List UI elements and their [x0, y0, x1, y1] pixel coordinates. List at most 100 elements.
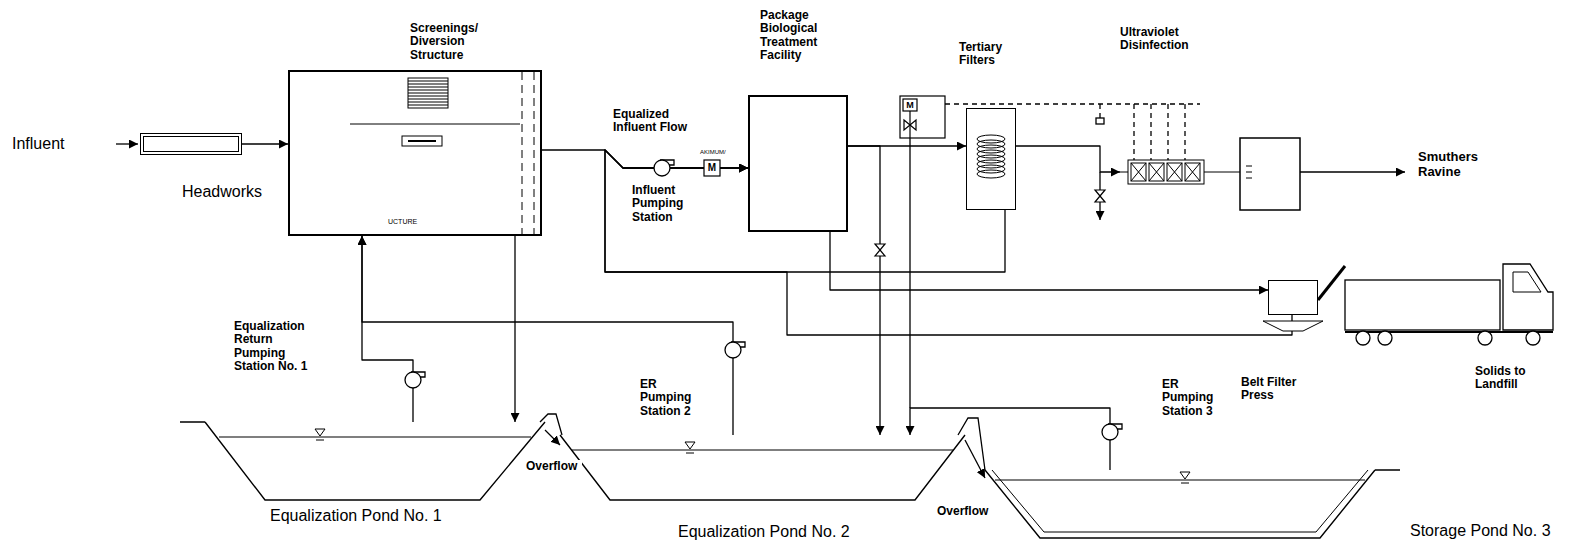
meter-label: AKIMUM/: [700, 149, 730, 156]
uv-unit-outline: [1120, 138, 1300, 210]
ground-line: [180, 422, 1400, 470]
diversion-structure-outline: [402, 136, 442, 146]
node-label: Headworks: [182, 183, 302, 201]
flow-meter: [704, 160, 720, 176]
equalization-pond: Equalization Pond No. 2: [560, 435, 965, 500]
pump-symbol: [1102, 424, 1122, 440]
flow-line: [545, 430, 560, 445]
flow-meter: [704, 160, 720, 176]
uv-unit-outline: [1131, 163, 1146, 181]
storage-pond-outline: [992, 470, 1368, 532]
node-label: Belt Filter Press: [1241, 376, 1313, 403]
storage-pond-outline: [985, 470, 1375, 538]
pump-label: Influent Pumping Station: [632, 184, 702, 224]
filter-press-outline: [1269, 281, 1319, 316]
filter-unit-outline: [977, 165, 1005, 173]
pump-symbol: [1102, 424, 1118, 440]
uv-unit-outline: [1185, 163, 1200, 181]
pump-symbol: [405, 372, 425, 388]
headworks-box: Headworks: [140, 133, 242, 155]
haul-truck-outline: [1478, 331, 1492, 345]
pump-symbol: [654, 160, 670, 176]
filter-unit-outline: [977, 135, 1005, 143]
diversion-structure-outline: [290, 72, 544, 238]
diversion-structure-outline: [522, 72, 534, 234]
conveyor-line: [1318, 266, 1345, 300]
control-box: [903, 99, 917, 111]
control-box: [904, 120, 916, 130]
filter-press: Belt Filter Press: [1268, 280, 1318, 315]
flow-label: Equalized Influent Flow: [613, 108, 697, 135]
valve-symbol: [875, 244, 885, 256]
storage-pond-outline: [995, 479, 1365, 480]
diversion-structure-outline: [408, 78, 448, 108]
pump-label: ER Pumping Station 2: [640, 378, 700, 418]
filter-unit-outline: [977, 170, 1005, 178]
control-box: [900, 96, 945, 138]
equalization-pond: Equalization Pond No. 1: [205, 422, 545, 500]
uv-unit-outline: [1167, 163, 1182, 181]
haul-truck-outline: [1356, 331, 1370, 345]
influent-arrow: [116, 143, 138, 144]
meter-symbol-text: M: [903, 100, 917, 110]
flow-label: Influent: [12, 135, 102, 153]
storage-pond-outline: [985, 470, 1375, 538]
diversion-structure-outline: [408, 80, 448, 81]
node-label: Tertiary Filters: [959, 41, 1029, 68]
diversion-structure-outline: [408, 86, 448, 87]
filter-press-outline: [1263, 321, 1323, 331]
diversion-structure-outline: [408, 92, 448, 93]
pump-symbol: [654, 160, 674, 176]
filter-unit-outline: [977, 135, 1005, 178]
diversion-structure-outline: [408, 83, 448, 84]
meter-symbol-text: M: [704, 162, 720, 173]
equalization-pond-outline: [560, 435, 965, 500]
uv-unit-outline: [1149, 163, 1164, 181]
node-label: Ultraviolet Disinfection: [1120, 26, 1220, 53]
filter-unit: Tertiary Filters: [966, 108, 1016, 210]
valve-symbol: [1095, 190, 1105, 202]
uv-unit-outline: [1167, 163, 1182, 181]
node-label: Solids to Landfill: [1475, 365, 1545, 392]
haul-truck: Solids to Landfill: [1345, 262, 1555, 347]
control-box: [900, 96, 945, 138]
storage-pond-outline: [1180, 472, 1190, 479]
filter-unit-outline: [977, 160, 1005, 168]
diversion-structure-outline: [408, 89, 448, 90]
uv-unit-outline: [1185, 163, 1200, 181]
pond-berm: [958, 418, 985, 470]
diversion-structure-outline: [350, 72, 534, 234]
filter-unit-outline: [977, 140, 1005, 148]
pump-symbol: [725, 342, 741, 358]
node-label: Equalization Pond No. 2: [678, 523, 898, 541]
storage-pond-outline: [985, 470, 1375, 538]
haul-truck-outline: [1345, 331, 1553, 333]
overflow-label: Overflow: [526, 460, 582, 473]
flow-line: [362, 236, 733, 435]
equalization-pond-outline: [685, 442, 695, 449]
node-label: Equalization Pond No. 1: [270, 507, 480, 525]
flow-line: [514, 236, 515, 422]
uv-unit-outline: [1131, 163, 1146, 181]
diversion-structure-outline: [350, 124, 520, 125]
haul-truck-outline: [1345, 280, 1500, 330]
outfall-arrow: [1300, 171, 1405, 172]
node-label: Screenings/ Diversion Structure: [410, 22, 505, 62]
pump-label: Equalization Return Pumping Station No. …: [234, 320, 319, 374]
equalization-pond-outline: [205, 422, 545, 500]
filter-unit-outline: [977, 155, 1005, 163]
uv-unit-outline: [1149, 163, 1164, 181]
flow-line: [605, 150, 1292, 335]
node-label: UCTURE: [388, 218, 448, 226]
filter-unit-outline: [977, 145, 1005, 153]
equalization-pond-outline: [686, 453, 694, 454]
equalization-pond-outline: [205, 422, 545, 500]
flow-line: [910, 408, 1110, 470]
equalization-pond-outline: [219, 436, 531, 437]
flow-line: [830, 232, 1268, 290]
diversion-structure: Screenings/ Diversion StructureUCTURE: [288, 70, 542, 236]
uv-unit-outline: [1120, 138, 1300, 210]
overflow-label: Overflow: [937, 505, 993, 518]
